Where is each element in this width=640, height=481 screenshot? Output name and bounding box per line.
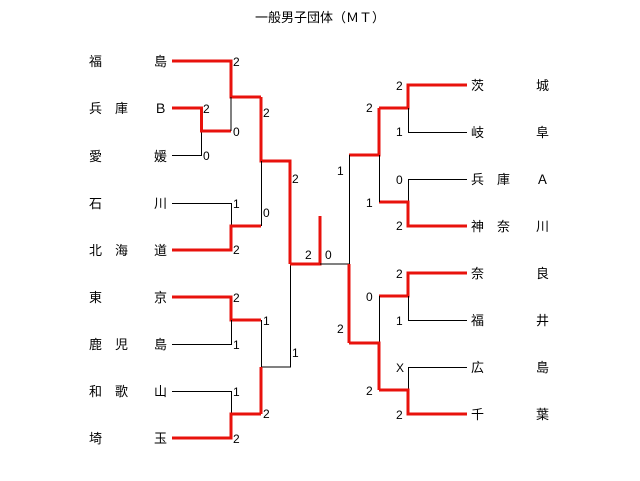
team-name-left: 石 [89, 197, 102, 212]
score: 0 [203, 149, 210, 163]
score: 2 [305, 248, 312, 262]
team-name-right: 川 [536, 220, 549, 235]
score: 2 [263, 106, 270, 120]
team-name-left: 東 [89, 290, 102, 306]
right-scores: 2 1 0 2 2 1 1 2 1 X 2 0 2 2 [337, 79, 404, 422]
score: 2 [396, 219, 403, 233]
bracket-line [261, 264, 291, 368]
winner-line [379, 200, 467, 228]
score: 2 [263, 407, 270, 421]
score: 0 [233, 125, 240, 139]
score: 2 [337, 322, 344, 336]
team-name-right: 島 [154, 338, 167, 353]
team-name-left: 千 [471, 408, 484, 423]
right-team-list: 茨 城 岐 阜 兵 庫 Ａ 神 奈 川 奈 良 福 井 広 島 千 葉 [471, 79, 549, 423]
left-scores: 2 2 0 0 2 1 2 0 2 2 1 1 1 2 2 1 2 0 [203, 55, 332, 446]
team-name-left: 福 [471, 314, 484, 329]
team-name-right: 阜 [536, 125, 549, 141]
score: 2 [233, 243, 240, 257]
score: 0 [366, 290, 373, 304]
team-name-right: 道 [154, 244, 167, 259]
score: 2 [292, 172, 299, 186]
team-name-right: 京 [154, 291, 167, 306]
bracket-line [408, 367, 467, 390]
winner-line [349, 108, 381, 157]
team-name-left: 神 奈 [471, 220, 510, 235]
team-name-left: 福 [89, 55, 102, 70]
score: 1 [396, 314, 403, 328]
team-name-right: 城 [536, 79, 549, 94]
team-name-right: 良 [536, 266, 549, 282]
score: 2 [233, 432, 240, 446]
left-team-list: 福 島 兵 庫 Ｂ 愛 媛 石 川 北 海 道 東 京 鹿 児 島 和 歌 山 … [89, 55, 167, 447]
team-name-left: 愛 [89, 150, 102, 165]
winner-line [379, 388, 467, 416]
score: 1 [366, 196, 373, 210]
score: 2 [396, 408, 403, 422]
score: 2 [233, 55, 240, 69]
bracket-line [172, 320, 232, 345]
team-name-left: 兵 庫 [89, 102, 128, 117]
left-bracket-lines [172, 59, 350, 440]
team-name-right: 川 [154, 197, 167, 212]
team-name-right: Ｂ [154, 102, 167, 117]
team-name-left: 兵 庫 [471, 173, 510, 188]
team-name-right: 井 [536, 314, 549, 329]
winner-line [172, 106, 231, 133]
score: 1 [292, 346, 299, 360]
score: 1 [233, 385, 240, 399]
bracket-line [408, 179, 467, 202]
team-name-left: 広 [471, 361, 484, 376]
team-name-left: 奈 [471, 267, 484, 282]
score: 2 [396, 79, 403, 93]
bracket-line [349, 296, 380, 344]
winner-line [379, 271, 467, 298]
right-bracket-lines [347, 83, 467, 416]
score: 2 [233, 291, 240, 305]
team-name-left: 岐 [471, 126, 484, 141]
bracket-line [172, 131, 202, 156]
score: 1 [233, 338, 240, 352]
bracket-line [172, 203, 232, 226]
team-name-right: 島 [154, 55, 167, 70]
winner-line [259, 97, 292, 264]
team-name-right: Ａ [536, 173, 549, 188]
score: 0 [263, 206, 270, 220]
score: 2 [203, 102, 210, 116]
winner-line [172, 224, 261, 252]
score: 1 [337, 164, 344, 178]
winner-line [349, 341, 381, 390]
team-name-right: 媛 [154, 150, 167, 165]
score: 1 [396, 125, 403, 139]
team-name-left: 鹿 児 [89, 337, 128, 353]
team-name-right: 山 [154, 385, 167, 400]
team-name-right: 葉 [536, 408, 549, 423]
winner-line [172, 295, 261, 322]
score: 0 [325, 248, 332, 262]
winner-line [172, 412, 261, 440]
winner-line [172, 59, 261, 99]
team-name-left: 北 海 [89, 244, 128, 259]
score: 1 [263, 314, 270, 328]
score: 0 [396, 173, 403, 187]
page-title: 一般男子団体（ＭＴ） [255, 10, 385, 26]
team-name-left: 埼 [89, 432, 102, 447]
bracket-line [408, 108, 467, 133]
team-name-right: 島 [536, 361, 549, 376]
score: 2 [396, 267, 403, 281]
winner-line [379, 83, 467, 110]
team-name-left: 和 歌 [89, 385, 128, 400]
bracket-line [172, 391, 232, 414]
team-name-left: 茨 [471, 79, 484, 94]
score: 2 [366, 101, 373, 115]
score: 1 [233, 197, 240, 211]
score: 2 [366, 384, 373, 398]
bracket-line [408, 296, 467, 321]
team-name-right: 玉 [154, 432, 167, 447]
score: X [396, 361, 404, 375]
